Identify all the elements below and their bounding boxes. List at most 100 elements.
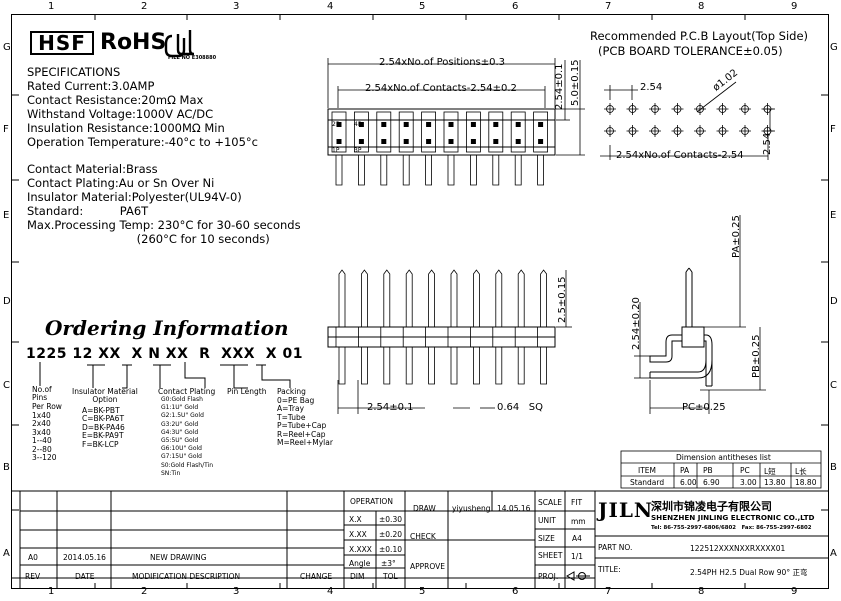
pcb-hole-center bbox=[716, 103, 729, 115]
material-line-1: Contact Material:Brass bbox=[27, 162, 158, 176]
pcb-hole-center bbox=[649, 125, 661, 137]
tol-angle-val: ±3° bbox=[381, 559, 396, 568]
pins-values: 1x40 2x40 3x40 1--40 2--80 3--120 bbox=[32, 411, 57, 463]
front-pin bbox=[517, 269, 525, 385]
packing-label: Packing bbox=[277, 387, 306, 396]
pins-label: No.of Pins Per Row bbox=[32, 385, 62, 411]
part-no-label: PART NO. bbox=[598, 543, 633, 552]
pin-square bbox=[358, 122, 364, 127]
front-pin bbox=[338, 269, 346, 385]
connector-cavity bbox=[488, 111, 504, 153]
dim-table-cell: 6.90 bbox=[703, 478, 720, 487]
pin-tail bbox=[537, 155, 544, 186]
pcb-title: Recommended P.C.B Layout(Top Side) bbox=[590, 29, 809, 43]
pcb-dim-pitch: 2.54 bbox=[640, 82, 663, 93]
pin-label-1p: 1P bbox=[332, 147, 340, 154]
tb-unit-val: mm bbox=[571, 517, 586, 526]
pin-square bbox=[470, 139, 476, 144]
grid-col-bottom-7: 7 bbox=[605, 586, 612, 597]
spec-line-2: Contact Resistance:20mΩ Max bbox=[27, 93, 204, 107]
grid-col-top-1: 1 bbox=[48, 1, 55, 12]
dim-table-header: L长 bbox=[795, 467, 807, 476]
front-pin bbox=[540, 269, 547, 385]
dim-table-cell: 18.80 bbox=[795, 478, 817, 487]
pin-tail bbox=[447, 155, 455, 186]
pin-label-2p: 2P bbox=[332, 121, 340, 128]
connector-cavity bbox=[331, 111, 347, 153]
spec-line-1: Rated Current:3.0AMP bbox=[27, 79, 155, 93]
grid-row-right-B: B bbox=[830, 462, 837, 473]
rev-date: 2014.05.16 bbox=[63, 553, 106, 562]
pcb-hole-center bbox=[626, 125, 639, 137]
pcb-hole-center bbox=[604, 125, 616, 137]
grid-row-right-E: E bbox=[830, 210, 837, 221]
grid-row-left-G: G bbox=[3, 42, 11, 53]
pin-tail bbox=[492, 155, 500, 186]
pin-square bbox=[538, 139, 544, 144]
grid-row-left-D: D bbox=[3, 296, 11, 307]
pcb-hole-center bbox=[671, 103, 684, 115]
connector-cavity bbox=[443, 111, 459, 153]
front-pin bbox=[361, 269, 368, 385]
tb-drawer: yiyusheng bbox=[452, 504, 491, 513]
dim-sq: 0.64 SQ bbox=[497, 402, 544, 413]
dim-pa: PA±0.25 bbox=[731, 215, 742, 258]
grid-col-bottom-8: 8 bbox=[698, 586, 705, 597]
grid-col-top-5: 5 bbox=[419, 1, 426, 12]
grid-col-top-3: 3 bbox=[233, 1, 240, 12]
tb-operation: OPERATION bbox=[350, 497, 393, 506]
tb-scale: SCALE bbox=[538, 498, 563, 507]
grid-col-top-6: 6 bbox=[512, 1, 519, 12]
packing-values: 0=PE Bag A=Tray T=Tube P=Tube+Cap R=Reel… bbox=[277, 396, 333, 448]
pin-square bbox=[493, 122, 499, 127]
tol-xxxx-val: ±0.10 bbox=[379, 545, 402, 554]
grid-col-top-8: 8 bbox=[698, 1, 705, 12]
dim-table-title: Dimension antitheses list bbox=[676, 453, 771, 462]
company-logo: JILN bbox=[598, 498, 654, 522]
dim-pitch: 2.54±0.1 bbox=[367, 402, 414, 413]
pin-tail bbox=[425, 155, 432, 186]
front-pin bbox=[383, 269, 391, 385]
pin-square bbox=[538, 122, 544, 127]
pcb-hole-center bbox=[649, 103, 661, 115]
dim-pb: PB±0.25 bbox=[751, 334, 762, 378]
company-name-cn: 深圳市锦凌电子有限公司 bbox=[651, 500, 772, 513]
grid-row-right-C: C bbox=[830, 380, 837, 391]
drawing-frame bbox=[11, 14, 829, 589]
pin-length-label: Pin Length bbox=[227, 387, 267, 396]
pin-tail bbox=[380, 155, 388, 186]
pin-label-4p: 4P bbox=[354, 121, 362, 128]
tb-unit: UNIT bbox=[538, 516, 556, 525]
grid-col-bottom-4: 4 bbox=[327, 586, 334, 597]
tb-draw: DRAW bbox=[413, 504, 436, 513]
dim-table-cell: 13.80 bbox=[764, 478, 786, 487]
spec-line-5: Operation Temperature:-40°c to +105°c bbox=[27, 135, 258, 149]
change-header: CHANGE bbox=[300, 572, 333, 581]
ul-file-no: FILE NO E308880 bbox=[168, 55, 217, 61]
connector-cavity bbox=[376, 111, 392, 153]
pin-square bbox=[336, 139, 342, 144]
tb-sheet-val: 1/1 bbox=[571, 552, 584, 561]
ordering-code: 1225 12 XX X N XX R XXX X 01 bbox=[26, 346, 303, 362]
front-pin bbox=[428, 269, 435, 385]
pcb-hole-center bbox=[739, 125, 751, 137]
grid-col-top-4: 4 bbox=[327, 1, 334, 12]
grid-row-right-A: A bbox=[830, 548, 837, 559]
pin-square bbox=[470, 122, 476, 127]
tb-scale-val: FIT bbox=[571, 498, 583, 507]
pcb-hole-center bbox=[604, 103, 616, 115]
desc-header: MODIFICATION DESCRIPTION bbox=[132, 572, 241, 581]
pin-square bbox=[515, 139, 521, 144]
tol-angle: Angle bbox=[349, 559, 371, 568]
pcb-hole-center bbox=[739, 103, 751, 115]
pin-square bbox=[448, 139, 454, 144]
part-no: 122512XXXNXXRXXXX01 bbox=[690, 544, 786, 553]
date-header: DATE bbox=[75, 572, 95, 581]
pcb-hole-center bbox=[694, 125, 706, 137]
grid-row-left-C: C bbox=[3, 380, 10, 391]
company-name-en: SHENZHEN JINLING ELECTRONIC CO.,LTD bbox=[651, 513, 815, 522]
pin-label-3p: 3P bbox=[354, 147, 362, 154]
pin-square bbox=[426, 122, 432, 127]
